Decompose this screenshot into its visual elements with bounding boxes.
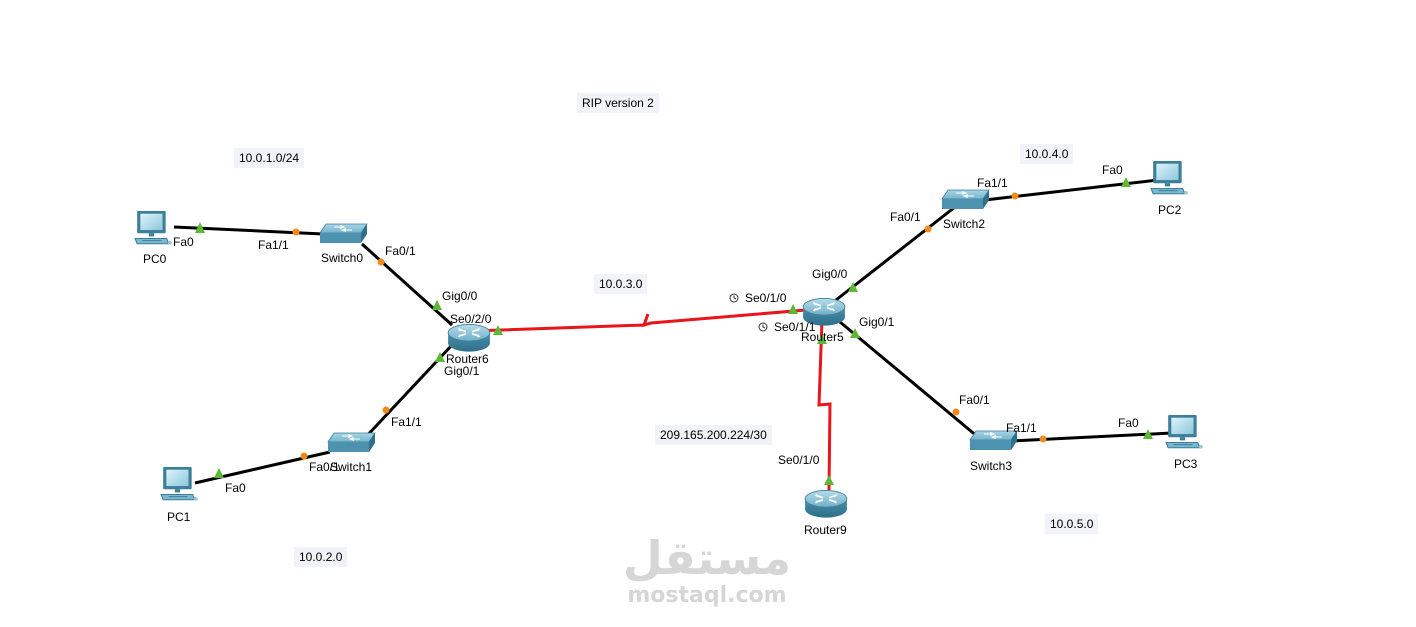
link-router6-router5-serial[interactable] [471, 308, 807, 333]
port-label: Fa0/1 [890, 210, 921, 224]
port-label: Gig0/0 [442, 289, 478, 303]
router-icon[interactable] [804, 489, 848, 519]
network-label-10-0-1-0: 10.0.1.0/24 [234, 148, 305, 168]
network-label-wan: 209.165.200.224/30 [655, 425, 772, 445]
port-indicators-up [195, 177, 1153, 485]
router-icon[interactable] [447, 323, 491, 353]
device-name-pc1: PC1 [167, 510, 191, 524]
link-switch2-pc2[interactable] [984, 178, 1159, 202]
network-label-10-0-3-0: 10.0.3.0 [594, 274, 648, 294]
port-label: Fa0 [173, 235, 194, 249]
device-name-router6: Router6 [446, 352, 489, 366]
switch-icon[interactable] [327, 432, 376, 453]
watermark-arabic: مستقل [622, 531, 792, 585]
switch-icon[interactable] [319, 223, 368, 244]
network-label-10-0-2-0: 10.0.2.0 [294, 547, 348, 567]
port-label: Fa1/1 [977, 176, 1008, 190]
switch-icon[interactable] [941, 189, 990, 210]
port-indicators-switch [292, 192, 1047, 460]
network-label-10-0-5-0: 10.0.5.0 [1045, 514, 1099, 534]
port-label: Fa1/1 [391, 415, 422, 429]
port-label: Fa1/1 [258, 238, 289, 252]
link-router5-router9-serial[interactable] [817, 319, 832, 491]
pc-icon[interactable] [160, 466, 198, 502]
serial-links [471, 308, 832, 491]
port-label: Fa0 [1102, 163, 1123, 177]
port-label: Se0/1/0 [778, 453, 820, 467]
pc-icon[interactable] [1165, 414, 1203, 450]
port-label: Se0/1/0 [745, 291, 787, 305]
link-router5-switch2[interactable] [835, 205, 956, 302]
watermark-latin: mostaql.com [627, 583, 787, 608]
port-label: Gig0/1 [859, 315, 895, 329]
pc-icon[interactable] [134, 210, 172, 246]
link-switch0-router6[interactable] [360, 242, 454, 327]
port-label: Fa0/1 [385, 244, 416, 258]
device-name-pc0: PC0 [143, 252, 167, 266]
pc-icon[interactable] [1150, 160, 1188, 196]
port-label: Gig0/0 [812, 267, 848, 281]
device-name-pc3: PC3 [1174, 457, 1198, 471]
port-label: Gig0/1 [444, 364, 480, 378]
device-name-switch2: Switch2 [943, 217, 986, 231]
device-name-pc2: PC2 [1158, 203, 1182, 217]
network-label-10-0-4-0: 10.0.4.0 [1020, 144, 1074, 164]
rip-version-note: RIP version 2 [577, 93, 659, 113]
device-name-router5: Router5 [801, 330, 844, 344]
port-label: Fa1/1 [1006, 421, 1037, 435]
port-label: Fa0/1 [309, 460, 340, 474]
device-name-router9: Router9 [804, 523, 847, 537]
device-name-switch3: Switch3 [970, 459, 1013, 473]
port-label: Se0/1/1 [774, 320, 816, 334]
device-name-switch0: Switch0 [321, 251, 364, 265]
port-label: Fa0/1 [959, 393, 990, 407]
clock-icon [758, 322, 768, 332]
link-router5-switch3[interactable] [839, 320, 979, 439]
watermark: مستقل mostaql.com [612, 532, 802, 608]
clock-icons [729, 293, 768, 332]
port-label: Se0/2/0 [450, 312, 492, 326]
port-label: Fa0 [225, 481, 246, 495]
clock-icon [729, 293, 739, 303]
port-label: Fa0 [1118, 416, 1139, 430]
device-name-switch1: Switch1 [330, 460, 373, 474]
